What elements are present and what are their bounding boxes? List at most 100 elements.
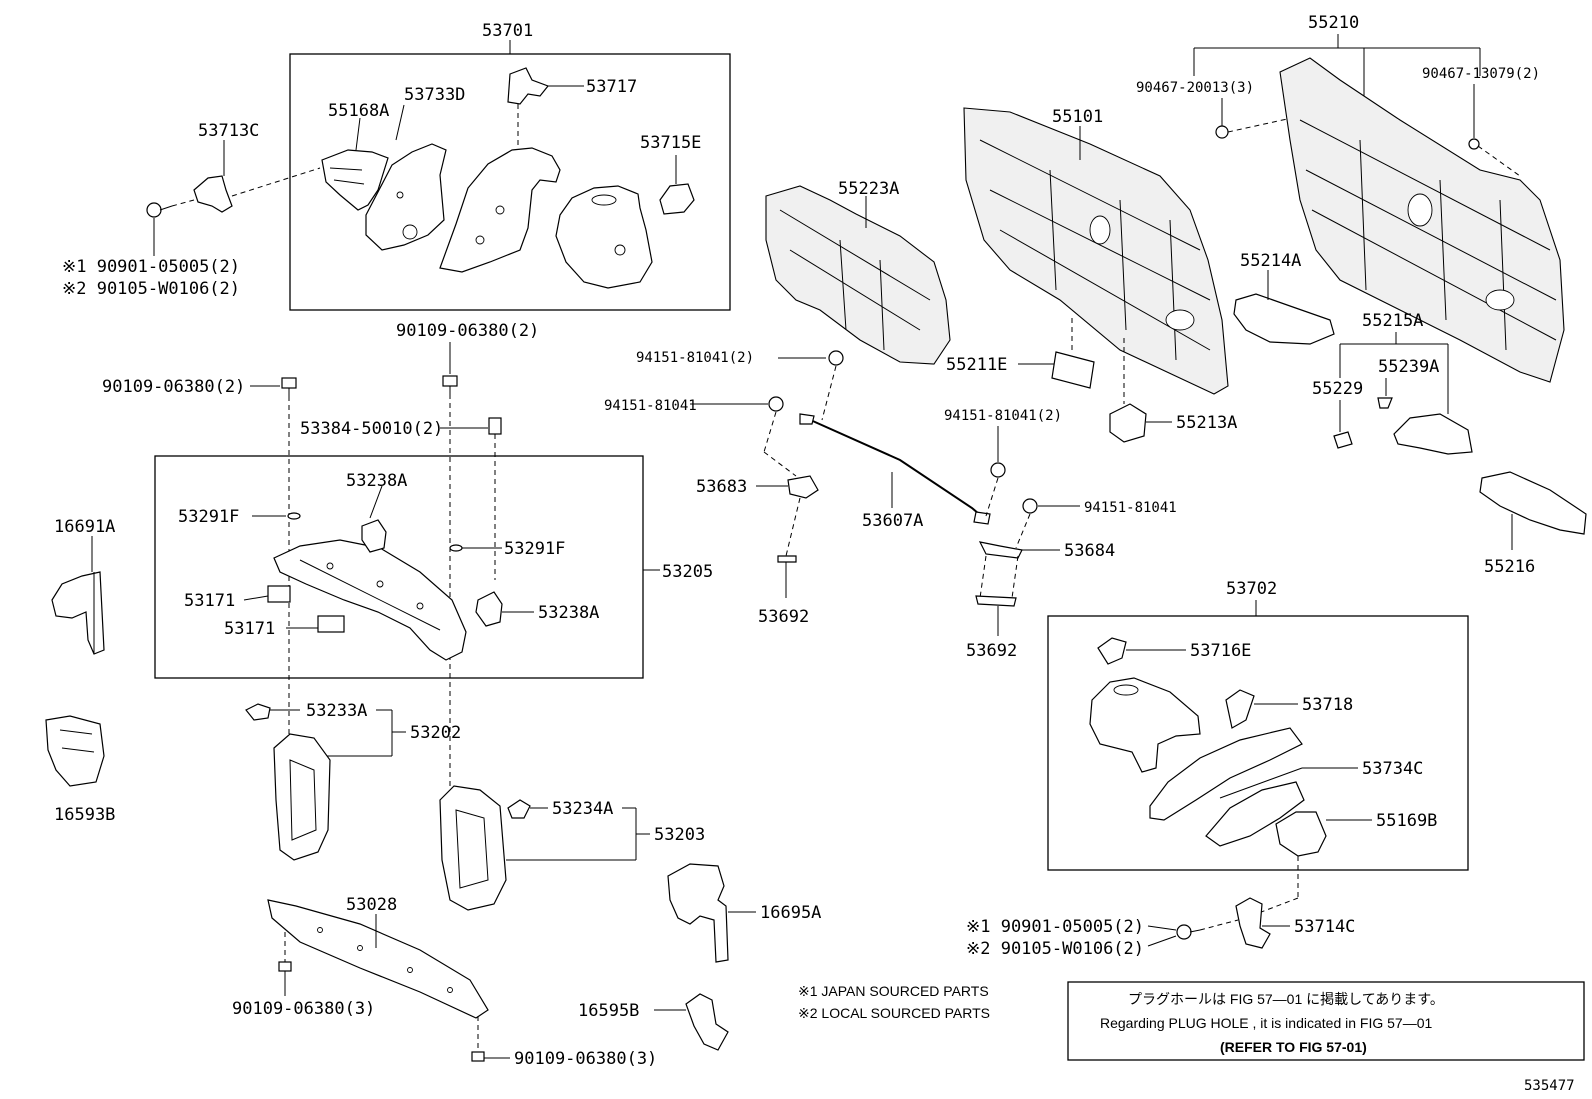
label-53171-b: 53171 bbox=[224, 619, 275, 639]
clip-55229 bbox=[1333, 431, 1353, 449]
label-53384: 53384-50010(2) bbox=[300, 419, 443, 439]
part-strut-housing-left bbox=[555, 185, 653, 289]
clip-53291F-right bbox=[449, 544, 463, 552]
bolt-90467-a bbox=[1215, 125, 1229, 139]
notice-english: Regarding PLUG HOLE , it is indicated in… bbox=[1100, 1015, 1432, 1031]
label-90901-left: ※1 90901-05005(2) bbox=[62, 257, 240, 277]
part-55223A bbox=[765, 185, 951, 365]
label-53607A: 53607A bbox=[862, 511, 923, 531]
nut-94151-c bbox=[990, 462, 1006, 478]
nut-94151-d bbox=[1022, 498, 1038, 514]
label-90109-bot-a: 90109-06380(3) bbox=[232, 999, 375, 1019]
label-53716E: 53716E bbox=[1190, 641, 1251, 661]
part-16595B bbox=[685, 993, 729, 1051]
part-radiator-support-right bbox=[439, 785, 507, 911]
group-box-53205 bbox=[154, 455, 644, 679]
part-53684 bbox=[978, 541, 1023, 559]
part-53733D bbox=[365, 143, 447, 251]
label-55210: 55210 bbox=[1308, 13, 1359, 33]
part-53171-a bbox=[267, 585, 291, 603]
label-90467-b: 90467-13079(2) bbox=[1422, 66, 1540, 82]
label-53203: 53203 bbox=[654, 825, 705, 845]
part-53718 bbox=[1225, 689, 1255, 729]
label-90901-right: ※1 90901-05005(2) bbox=[966, 917, 1144, 937]
bolt-90109-bot-b bbox=[471, 1051, 485, 1062]
clip-55239A bbox=[1377, 397, 1393, 409]
nut-94151-a bbox=[828, 350, 844, 366]
label-90105-left: ※2 90105-W0106(2) bbox=[62, 279, 240, 299]
notice-reference: (REFER TO FIG 57-01) bbox=[1220, 1039, 1367, 1055]
label-16695A: 16695A bbox=[760, 903, 821, 923]
label-55168A: 55168A bbox=[328, 101, 389, 121]
part-53715E bbox=[659, 183, 695, 215]
part-53716E bbox=[1097, 637, 1127, 665]
part-53683 bbox=[787, 475, 819, 499]
part-53734C bbox=[1149, 727, 1303, 821]
label-90105-right: ※2 90105-W0106(2) bbox=[966, 939, 1144, 959]
label-16595B: 16595B bbox=[578, 1001, 639, 1021]
label-53202: 53202 bbox=[410, 723, 461, 743]
part-53171-b bbox=[317, 615, 345, 633]
label-53683: 53683 bbox=[696, 477, 747, 497]
part-16691A bbox=[51, 571, 105, 655]
label-55213A: 55213A bbox=[1176, 413, 1237, 433]
label-94151-a: 94151-81041(2) bbox=[636, 350, 754, 366]
label-94151-c: 94151-81041(2) bbox=[944, 408, 1062, 424]
legend-local-sourced: ※2 LOCAL SOURCED PARTS bbox=[798, 1005, 990, 1021]
nut-94151-b bbox=[768, 396, 784, 412]
label-53701: 53701 bbox=[482, 21, 533, 41]
part-55213A bbox=[1109, 403, 1147, 443]
label-55216: 55216 bbox=[1484, 557, 1535, 577]
label-16593B: 16593B bbox=[54, 805, 115, 825]
label-90109-bot-b: 90109-06380(3) bbox=[514, 1049, 657, 1069]
label-53171-a: 53171 bbox=[184, 591, 235, 611]
clip-53291F-left bbox=[287, 512, 301, 520]
label-53291F-right: 53291F bbox=[504, 539, 565, 559]
part-16593B bbox=[45, 715, 105, 787]
plug-hole-notice-box bbox=[1067, 981, 1585, 1061]
label-53718: 53718 bbox=[1302, 695, 1353, 715]
bolt-90109-top-b bbox=[442, 375, 458, 394]
part-53607A-stay-rod bbox=[799, 413, 991, 525]
label-53692-a: 53692 bbox=[758, 607, 809, 627]
part-radiator-crossmember bbox=[273, 539, 467, 661]
label-53715E: 53715E bbox=[640, 133, 701, 153]
label-55214A: 55214A bbox=[1240, 251, 1301, 271]
label-55211E: 55211E bbox=[946, 355, 1007, 375]
legend-japan-sourced: ※1 JAPAN SOURCED PARTS bbox=[798, 983, 989, 999]
label-55239A: 55239A bbox=[1378, 357, 1439, 377]
bolt-90901-right bbox=[1176, 924, 1201, 940]
label-53205: 53205 bbox=[662, 562, 713, 582]
bolt-90467-b bbox=[1468, 138, 1480, 150]
part-53233A bbox=[245, 703, 271, 721]
label-53238A-top: 53238A bbox=[346, 471, 407, 491]
part-radiator-support-left bbox=[273, 733, 331, 861]
part-55210-dash-panel bbox=[1279, 57, 1565, 383]
label-53702: 53702 bbox=[1226, 579, 1277, 599]
bolt-90901-left bbox=[146, 202, 173, 218]
part-53692-b bbox=[975, 595, 1017, 607]
label-53734C: 53734C bbox=[1362, 759, 1423, 779]
label-53234A: 53234A bbox=[552, 799, 613, 819]
part-55216 bbox=[1479, 471, 1587, 535]
part-53028 bbox=[267, 899, 489, 1019]
part-55214A bbox=[1233, 293, 1335, 345]
part-55101-dash-panel bbox=[963, 107, 1229, 395]
part-16695A bbox=[667, 863, 729, 963]
bolt-90109-top-a bbox=[281, 377, 297, 396]
label-53717: 53717 bbox=[586, 77, 637, 97]
part-53717 bbox=[507, 67, 549, 105]
group-box-53702 bbox=[1047, 615, 1469, 871]
label-53692-b: 53692 bbox=[966, 641, 1017, 661]
part-53238A-top bbox=[361, 519, 387, 553]
label-53233A: 53233A bbox=[306, 701, 367, 721]
part-main-apron bbox=[439, 147, 561, 273]
label-53684: 53684 bbox=[1064, 541, 1115, 561]
label-53028: 53028 bbox=[346, 895, 397, 915]
label-94151-b: 94151-81041 bbox=[604, 398, 697, 414]
label-53733D: 53733D bbox=[404, 85, 465, 105]
label-55223A: 55223A bbox=[838, 179, 899, 199]
label-53714C: 53714C bbox=[1294, 917, 1355, 937]
part-55169B bbox=[1205, 781, 1305, 847]
